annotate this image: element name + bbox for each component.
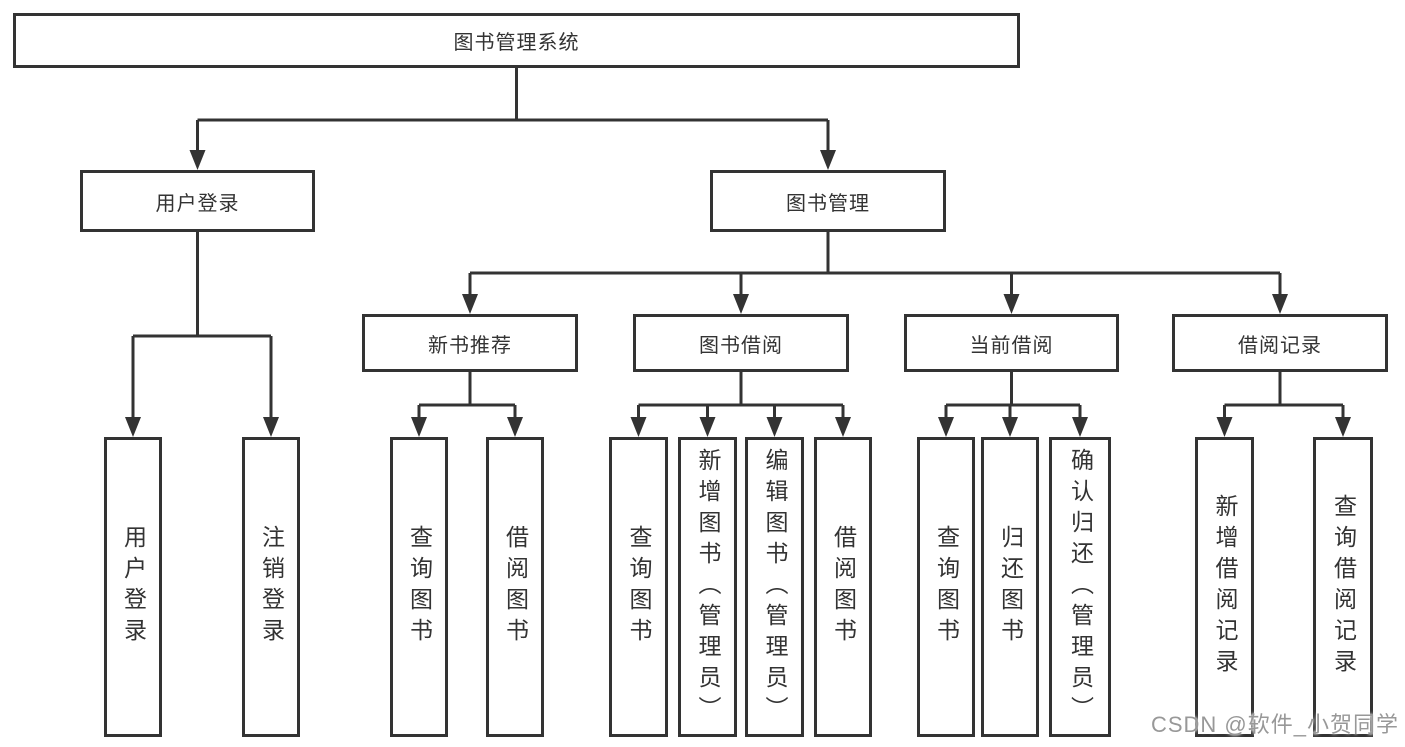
node-book-management: 图书管理 [710,170,946,232]
leaf-add-borrow-record: 新增借阅记录 [1195,437,1254,737]
connector-records-to-leaves [1223,372,1345,419]
leaf-label: 借阅图书 [830,525,857,649]
leaf-edit-book-admin: 编辑图书（管理员） [745,437,804,737]
leaf-label: 新增借阅记录 [1212,494,1238,680]
node-user-login: 用户登录 [80,170,315,232]
connector-recommend-to-leaves [417,372,517,419]
leaf-return-books: 归还图书 [981,437,1039,737]
arrowhead-icon [820,150,836,170]
leaf-query-borrow-record: 查询借阅记录 [1313,437,1373,737]
arrowhead-icon [766,417,783,437]
leaf-user-login: 用户登录 [104,437,162,737]
arrowhead-icon [263,417,279,437]
node-current-borrow: 当前借阅 [904,314,1119,372]
arrowhead-icon [1335,417,1351,437]
arrowhead-icon [189,150,206,170]
connector-login-to-leaves [131,232,273,419]
arrowhead-icon [630,417,647,437]
connector-root-to-level2 [196,68,830,152]
leaf-logout: 注销登录 [242,437,300,737]
leaf-query-books: 查询图书 [390,437,448,737]
arrowhead-icon [462,294,478,314]
arrowhead-icon [411,417,427,437]
arrowhead-icon [1003,294,1020,314]
connector-current-to-leaves [944,372,1082,419]
leaf-label: 新增图书（管理员） [695,447,721,727]
csdn-watermark: CSDN @软件_小贺同学 [1150,712,1399,737]
leaf-confirm-return-admin: 确认归还（管理员） [1049,437,1111,737]
arrowhead-icon [125,417,141,437]
leaf-label: 借阅图书 [502,525,529,649]
connector-borrow-to-leaves [637,372,845,419]
node-borrow-records: 借阅记录 [1172,314,1388,372]
leaf-label: 查询借阅记录 [1330,494,1357,680]
arrowhead-icon [1072,417,1088,437]
leaf-label: 编辑图书（管理员） [762,447,788,727]
leaf-label: 确认归还（管理员） [1067,447,1094,727]
leaf-borrow-books: 借阅图书 [814,437,872,737]
leaf-label: 查询图书 [626,525,652,649]
node-new-book-recommend: 新书推荐 [362,314,578,372]
leaf-query-books: 查询图书 [917,437,975,737]
leaf-label: 用户登录 [120,525,147,649]
arrowhead-icon [699,417,716,437]
arrowhead-icon [835,417,851,437]
leaf-label: 归还图书 [997,525,1024,649]
leaf-query-books: 查询图书 [609,437,668,737]
leaf-label: 查询图书 [406,525,433,649]
arrowhead-icon [1002,417,1018,437]
leaf-label: 查询图书 [933,525,960,649]
node-book-borrow: 图书借阅 [633,314,849,372]
arrowhead-icon [938,417,954,437]
node-root-system: 图书管理系统 [13,13,1020,68]
arrowhead-icon [1216,417,1233,437]
arrowhead-icon [1272,294,1288,314]
arrowhead-icon [733,294,749,314]
arrowhead-icon [507,417,523,437]
leaf-label: 注销登录 [258,525,285,649]
leaf-borrow-books: 借阅图书 [486,437,544,737]
connector-bookmgmt-to-level3 [468,232,1282,296]
leaf-add-book-admin: 新增图书（管理员） [678,437,737,737]
